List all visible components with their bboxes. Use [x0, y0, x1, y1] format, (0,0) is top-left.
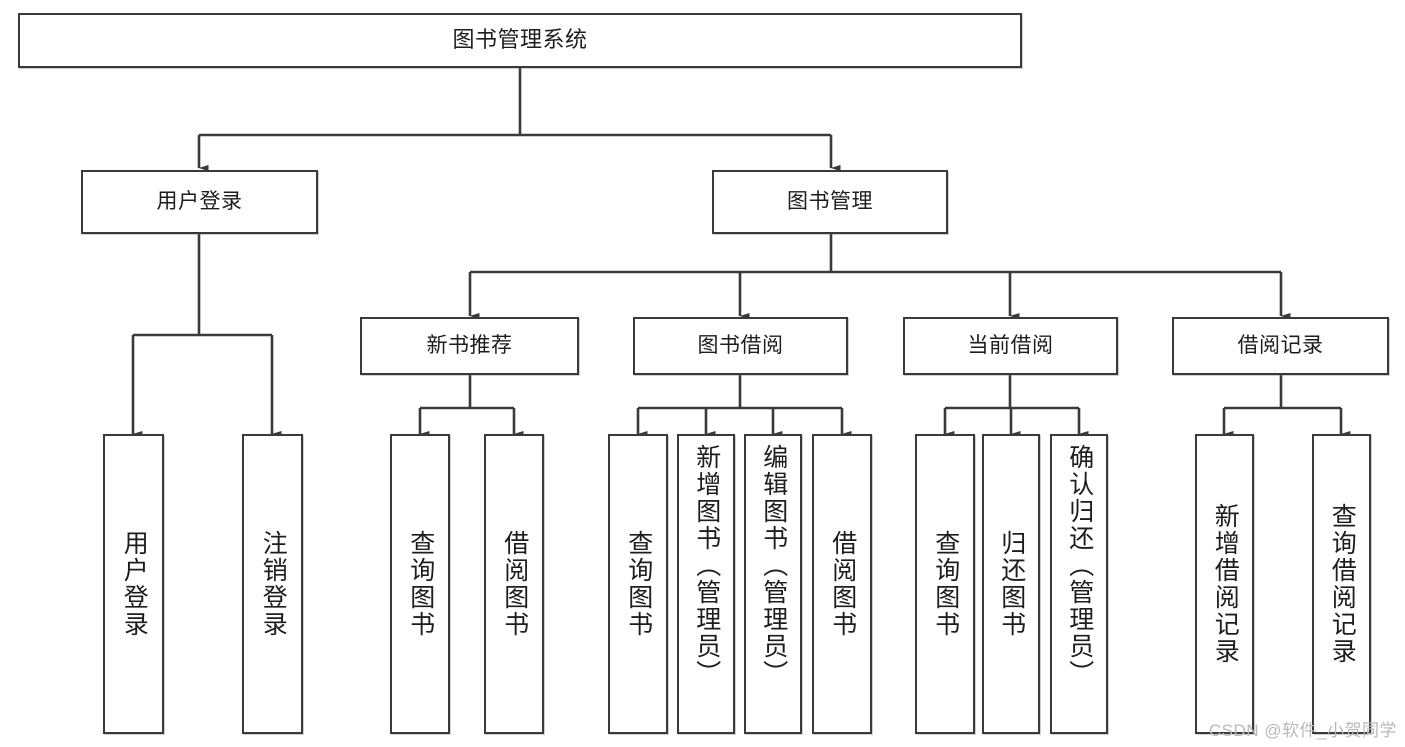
node-label: 编辑图书（管理员）	[759, 444, 788, 687]
node-book-borrow[interactable]: 图书借阅	[633, 317, 848, 375]
node-label: 借阅记录	[1237, 334, 1324, 358]
node-label: 新增借阅记录	[1211, 503, 1240, 665]
leaf-confirm-return[interactable]: 确认归还（管理员）	[1050, 434, 1108, 734]
node-current-borrow[interactable]: 当前借阅	[903, 317, 1118, 375]
leaf-borrow-book-2[interactable]: 借阅图书	[812, 434, 872, 734]
node-root-system[interactable]: 图书管理系统	[18, 13, 1022, 68]
leaf-logout-login[interactable]: 注销登录	[242, 434, 303, 734]
node-book-manage[interactable]: 图书管理	[712, 170, 948, 234]
node-label: 当前借阅	[967, 334, 1054, 358]
node-label: 归还图书	[997, 530, 1026, 638]
leaf-borrow-book-1[interactable]: 借阅图书	[484, 434, 544, 734]
node-borrow-record[interactable]: 借阅记录	[1172, 317, 1389, 375]
node-label: 新增图书（管理员）	[692, 444, 721, 687]
leaf-query-book-1[interactable]: 查询图书	[390, 434, 450, 734]
node-label: 图书借阅	[697, 334, 784, 358]
node-label: 新书推荐	[426, 334, 513, 358]
leaf-add-book[interactable]: 新增图书（管理员）	[677, 434, 735, 734]
leaf-add-record[interactable]: 新增借阅记录	[1195, 434, 1254, 734]
node-label: 查询图书	[931, 530, 960, 638]
node-label: 查询借阅记录	[1328, 503, 1357, 665]
csdn-watermark: CSDN @软件_小贺同学	[1208, 721, 1397, 740]
node-label: 注销登录	[259, 530, 288, 638]
leaf-return-book[interactable]: 归还图书	[982, 434, 1040, 734]
node-label: 用户登录	[156, 190, 243, 214]
node-label: 查询图书	[624, 530, 653, 638]
node-label: 借阅图书	[828, 530, 857, 638]
node-user-login[interactable]: 用户登录	[81, 170, 318, 234]
leaf-edit-book[interactable]: 编辑图书（管理员）	[744, 434, 802, 734]
node-new-book-recommend[interactable]: 新书推荐	[360, 317, 579, 375]
node-label: 确认归还（管理员）	[1065, 444, 1094, 687]
node-label: 图书管理系统	[452, 27, 588, 53]
leaf-query-book-3[interactable]: 查询图书	[915, 434, 975, 734]
leaf-query-book-2[interactable]: 查询图书	[608, 434, 668, 734]
node-label: 用户登录	[120, 530, 149, 638]
node-label: 查询图书	[406, 530, 435, 638]
leaf-user-login[interactable]: 用户登录	[103, 434, 164, 734]
leaf-query-record[interactable]: 查询借阅记录	[1312, 434, 1371, 734]
node-label: 图书管理	[787, 190, 873, 214]
node-label: 借阅图书	[500, 530, 529, 638]
